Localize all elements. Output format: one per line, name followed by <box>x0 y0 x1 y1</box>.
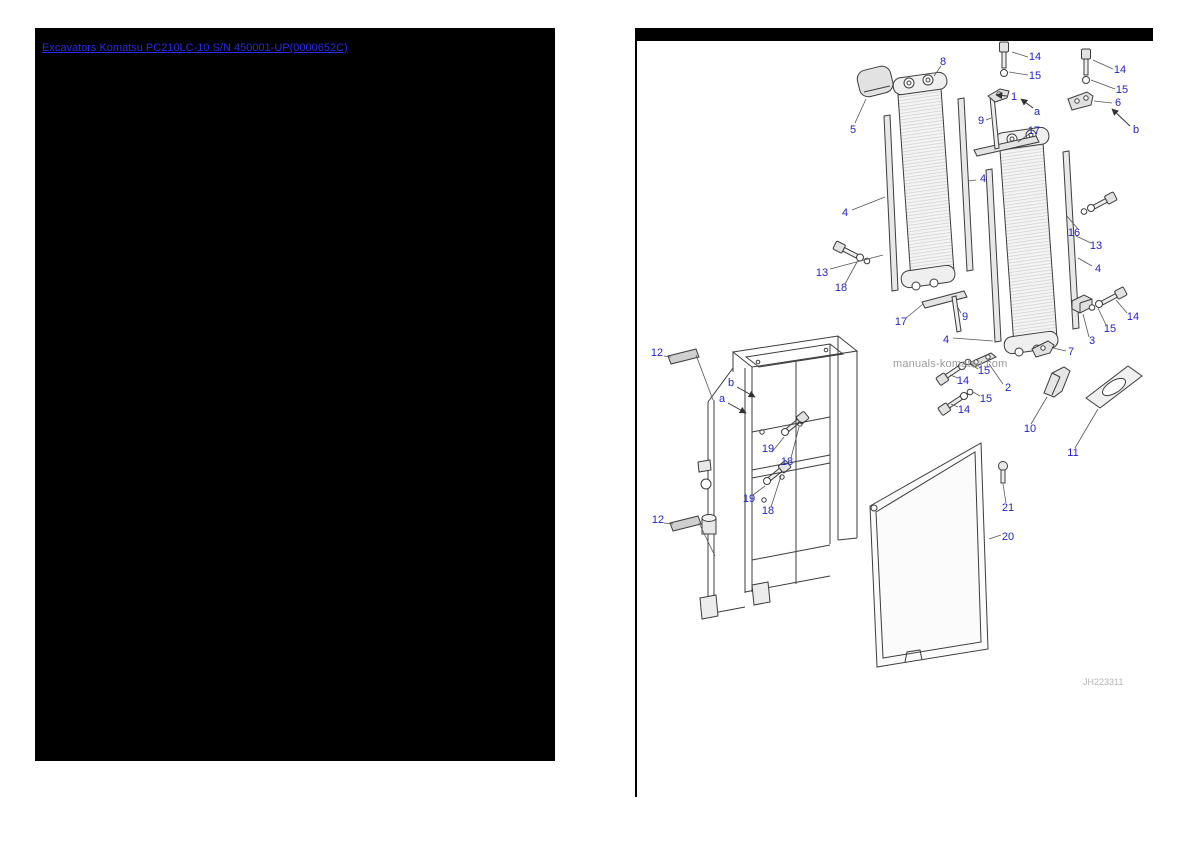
radiator-core-lower <box>985 126 1080 357</box>
diagram-left-rule <box>635 28 637 797</box>
figure-code: JH223311 <box>1083 677 1124 687</box>
cover-panel <box>869 442 989 668</box>
diagram-top-bar <box>637 28 1153 41</box>
reservoir-cap <box>856 65 894 98</box>
small-brackets <box>968 88 1143 409</box>
flat-bars <box>667 348 702 532</box>
seal-strips <box>921 95 1040 333</box>
leader-lines <box>663 51 1128 557</box>
left-black-panel: Excavators Komatsu PC210LC-10 S/N 450001… <box>35 28 555 761</box>
watermark: manuals-komatsu.com <box>893 358 1008 370</box>
radiator-core-upper <box>883 71 974 292</box>
reference-arrows <box>727 92 1131 414</box>
bolts-washers <box>763 41 1128 485</box>
model-breadcrumb-link[interactable]: Excavators Komatsu PC210LC-10 S/N 450001… <box>42 42 348 54</box>
mounting-frame <box>697 335 859 620</box>
